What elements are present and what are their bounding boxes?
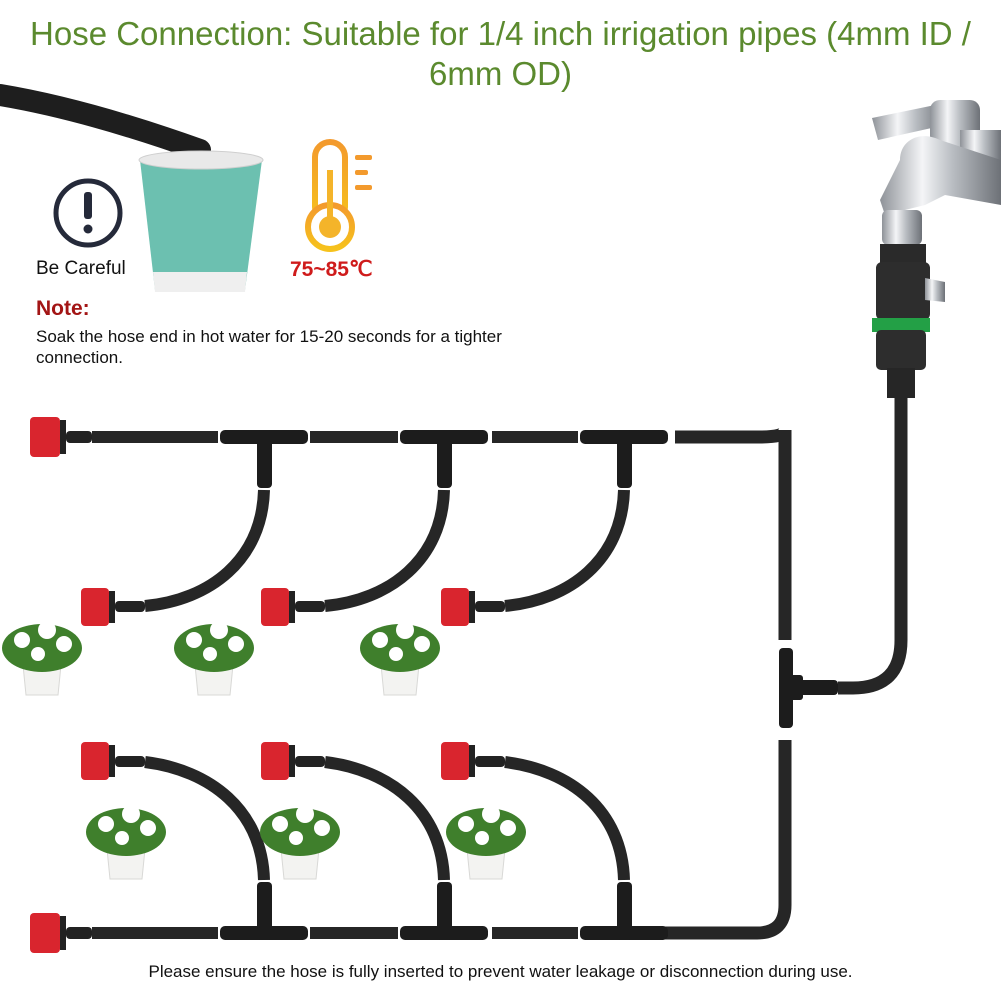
dripper-row1-b	[261, 588, 325, 626]
dripper-row1-c	[441, 588, 505, 626]
exclamation-icon	[53, 178, 123, 248]
main-hose	[838, 398, 908, 695]
dripper-row1-a	[81, 588, 145, 626]
top-row-hoses	[92, 431, 630, 612]
dripper-row2-c	[441, 742, 505, 780]
caution-label: Be Careful	[36, 258, 126, 279]
potted-plant	[446, 805, 526, 880]
note-label: Note:	[36, 297, 90, 320]
potted-plant	[86, 805, 166, 880]
potted-plant	[260, 805, 340, 880]
page-title: Hose Connection: Suitable for 1/4 inch i…	[30, 15, 971, 92]
temperature-label: 75~85℃	[290, 258, 373, 281]
center-tee	[640, 427, 838, 940]
bottom-row-hoses	[92, 756, 630, 939]
dripper-row2-b	[261, 742, 325, 780]
potted-plant	[174, 621, 254, 696]
faucet	[872, 100, 1001, 398]
footer-text: Please ensure the hose is fully inserted…	[148, 962, 853, 981]
potted-plant	[2, 621, 82, 696]
dripper-row2-a	[81, 742, 145, 780]
thermometer-icon	[305, 139, 372, 252]
top-tees	[220, 430, 668, 488]
dripper-bottom-left	[30, 913, 92, 953]
note-text: Soak the hose end in hot water for 15-20…	[36, 327, 502, 367]
potted-plant	[360, 621, 440, 696]
hot-water-cup	[0, 84, 264, 292]
bottom-tees	[220, 882, 668, 940]
dripper-top-left	[30, 417, 92, 457]
